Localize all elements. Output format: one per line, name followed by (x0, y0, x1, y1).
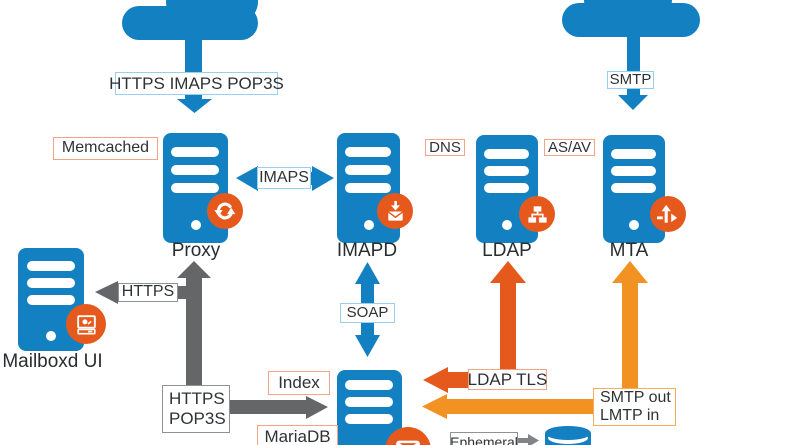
protocol-label-line: HTTPS (169, 389, 225, 409)
server-icon-proxy (163, 133, 228, 243)
server-slot (26, 278, 75, 288)
node-label-ldap: LDAP (482, 240, 532, 261)
node-label-mailboxd-ui: Mailboxd UI (2, 351, 103, 372)
tag-label-asav: AS/AV (544, 139, 595, 156)
protocol-label-line: LMTP in (600, 407, 660, 424)
server-slot (484, 166, 530, 176)
protocol-label-line: POP3S (169, 409, 226, 428)
server-led (502, 220, 512, 230)
server-slot (345, 147, 392, 157)
protocol-label-soap: SOAP (340, 303, 395, 323)
tag-label-dns: DNS (425, 139, 465, 156)
protocol-label-imaps: IMAPS (257, 167, 311, 189)
protocol-label-smtp: SMTP (607, 71, 654, 89)
server-slot (611, 149, 657, 159)
arrow-mailboxd-to-proxy (177, 261, 211, 386)
server-slot (171, 165, 219, 175)
server-led (629, 220, 639, 230)
arrow-ldap-tls (423, 261, 526, 393)
server-slot (484, 183, 530, 193)
node-label-imapd: IMAPD (336, 240, 398, 261)
server-led (46, 331, 56, 341)
internet-cloud-right (562, 0, 700, 110)
hierarchy-icon (519, 196, 555, 232)
tag-label-ephemeral: Ephemeral (450, 432, 518, 445)
server-slot (611, 183, 657, 193)
server-slot (26, 295, 75, 305)
tag-label-index: Index (268, 371, 330, 395)
server-icon-ldap (476, 135, 538, 243)
database-cylinder-icon (545, 426, 591, 445)
arrow-ephemeral-right (515, 434, 539, 445)
server-slot (345, 397, 393, 407)
server-slot (171, 147, 219, 157)
tag-label-mariadb: MariaDB (257, 425, 338, 445)
protocol-label-line: SMTP out (600, 388, 671, 406)
protocol-label-ldap-tls: LDAP TLS (467, 369, 548, 390)
monitor-icon (66, 304, 106, 344)
server-slot (171, 183, 219, 193)
arrow-smtp-lmtp (422, 261, 648, 419)
server-led (190, 220, 201, 230)
server-led (363, 220, 374, 230)
mail-in-icon (377, 193, 413, 229)
internet-cloud-left (122, 0, 258, 113)
node-label-proxy: Proxy (171, 240, 221, 261)
server-slot (484, 149, 530, 159)
protocol-label-https: HTTPS (118, 283, 178, 302)
server-slot (345, 165, 392, 175)
server-slot (26, 261, 75, 271)
server-slot (345, 183, 392, 193)
tag-label-memcached: Memcached (53, 137, 158, 160)
sync-icon (207, 193, 243, 229)
protocol-label-smtp-out-lmtp-in: SMTP out LMTP in (593, 388, 676, 426)
envelope-icon (385, 427, 431, 445)
protocol-label-https-pop3s: HTTPS POP3S (162, 385, 230, 433)
server-slot (345, 414, 393, 424)
arrow-https-pop3s-to-mailboxd (228, 396, 328, 419)
node-label-mta: MTA (609, 240, 649, 261)
server-slot (345, 380, 393, 390)
server-slot (611, 166, 657, 176)
protocol-label-client-access: HTTPS IMAPS POP3S (109, 72, 284, 95)
route-icon (650, 196, 686, 232)
